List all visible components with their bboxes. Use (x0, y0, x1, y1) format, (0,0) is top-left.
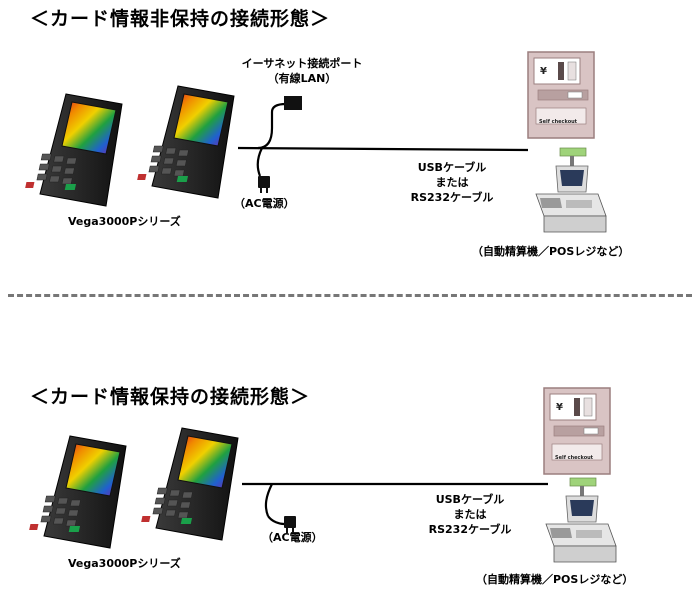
terminal-icon (136, 85, 235, 199)
terminal-icon (140, 427, 239, 541)
pos-label-2: （自動精算機／POSレジなど） (476, 573, 634, 586)
terminal-icon (24, 93, 123, 207)
self-checkout-kiosk-icon (527, 51, 595, 139)
ac-cable-line-2 (264, 483, 273, 517)
cable-label: USBケーブル または RS232ケーブル (410, 161, 494, 204)
heading-non-retention: ＜カード情報非保持の接続形態＞ (30, 8, 331, 30)
section-divider (8, 294, 692, 297)
device-series-label-2: Vega3000Pシリーズ (68, 557, 181, 570)
device-series-label: Vega3000Pシリーズ (68, 215, 181, 228)
heading-retention: ＜カード情報保持の接続形態＞ (30, 386, 311, 408)
usb-cable-line (237, 146, 529, 152)
pos-label: （自動精算機／POSレジなど） (472, 245, 630, 258)
ac-plug-icon (284, 516, 296, 533)
ethernet-cable-line (257, 102, 287, 150)
ethernet-port-label: イーサネット接続ポート （有線LAN） (241, 57, 363, 85)
kiosk-screen-text: Self checkout (555, 455, 594, 461)
ac-plug-icon (258, 176, 270, 193)
self-checkout-kiosk-icon (543, 387, 611, 475)
pos-register-icon (535, 147, 607, 233)
ac-power-label: （AC電源） (234, 197, 295, 210)
ethernet-connector-icon (284, 96, 302, 110)
ac-power-label-2: （AC電源） (262, 531, 323, 544)
ac-cable-line (256, 147, 263, 177)
kiosk-screen-text: Self checkout (539, 119, 578, 125)
cable-label-2: USBケーブル または RS232ケーブル (428, 493, 512, 536)
terminal-icon (28, 435, 127, 549)
pos-register-icon (545, 477, 617, 563)
